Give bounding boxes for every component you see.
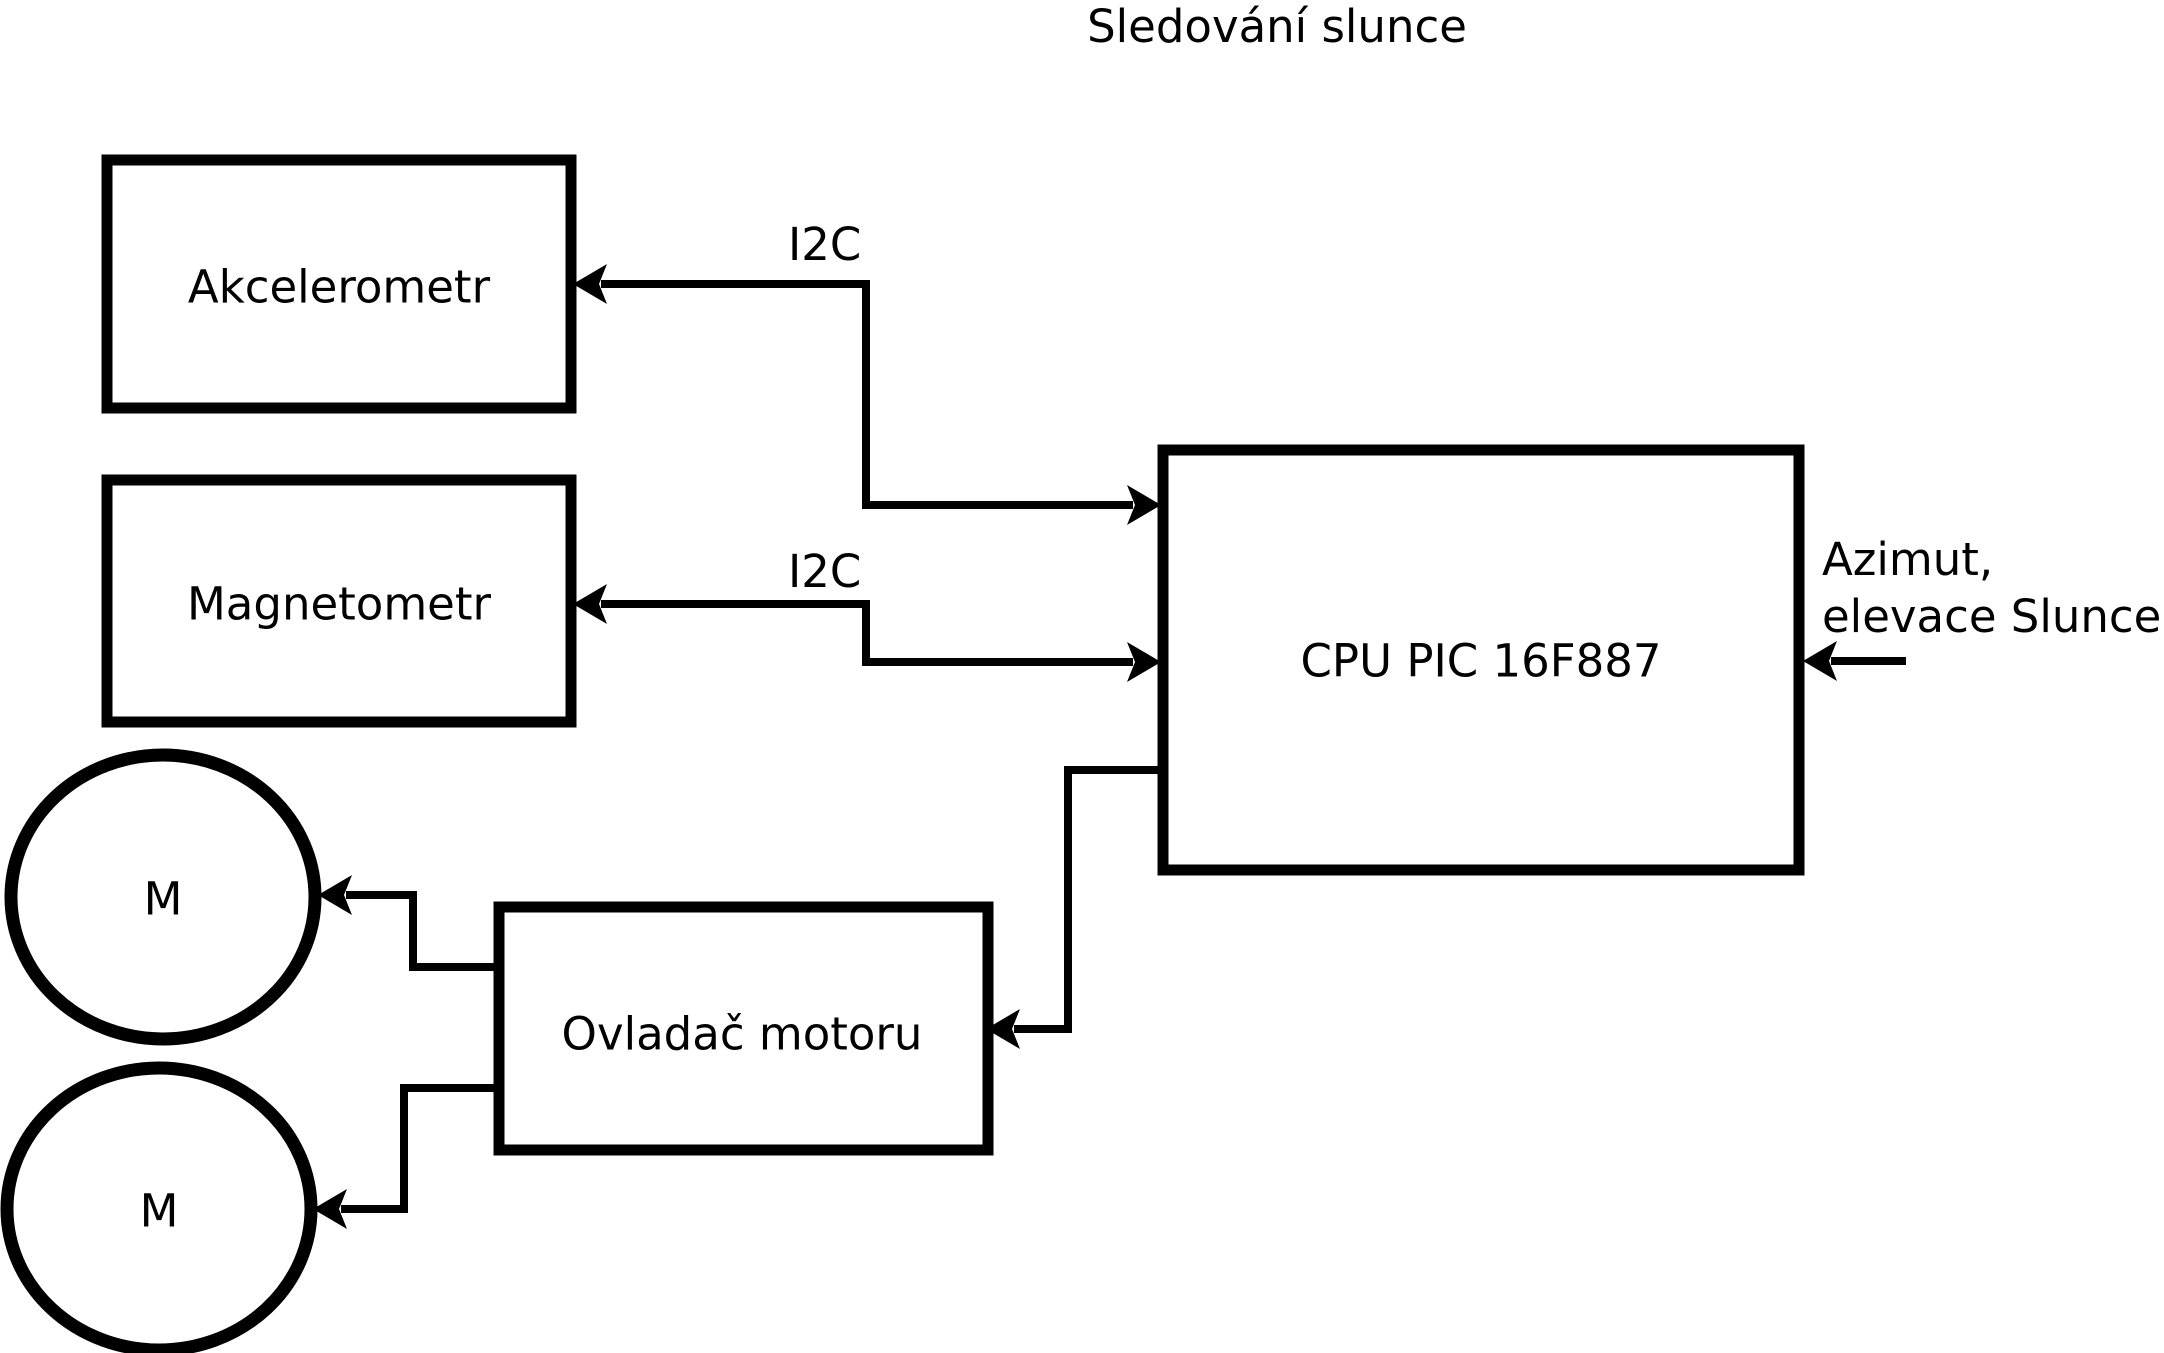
azimut-label-line2: elevace Slunce xyxy=(1822,590,2161,643)
connector-azimut-input: Azimut, elevace Slunce xyxy=(1803,533,2161,681)
cpu-node: CPU PIC 16F887 xyxy=(1157,444,1805,876)
wire-ovladac-motor2 xyxy=(341,1084,500,1213)
connector-cpu-ovladac xyxy=(986,766,1163,1049)
motor-1-circle xyxy=(4,748,322,1046)
wire-i2c-magnetometr xyxy=(601,600,1133,666)
connector-ovladac-motor2 xyxy=(313,1084,500,1229)
magnetometr-node: Magnetometr xyxy=(101,474,577,728)
connector-ovladac-motor1 xyxy=(318,875,500,971)
motor-controller-node: Ovladač motoru xyxy=(493,901,994,1156)
arrowhead-into-motor2-icon xyxy=(313,1189,347,1229)
arrowhead-into-cpu-right-icon xyxy=(1803,641,1837,681)
magnetometr-box xyxy=(101,474,577,728)
cpu-box xyxy=(1157,444,1805,876)
motor-controller-box xyxy=(493,901,994,1156)
motor-controller-label: Ovladač motoru xyxy=(562,1008,923,1061)
motor-1-label: M xyxy=(144,873,183,926)
azimut-label-line1: Azimut, xyxy=(1822,533,1993,586)
wire-i2c-akcelerometr xyxy=(601,280,1133,509)
diagram-title: Sledování slunce xyxy=(1087,0,1467,53)
arrowhead-into-akcelerometr-icon xyxy=(573,264,607,304)
arrowhead-into-magnetometr-icon xyxy=(573,584,607,624)
arrowhead-into-ovladac-icon xyxy=(986,1009,1020,1049)
arrowhead-into-cpu-top-icon xyxy=(1127,485,1161,525)
akcelerometr-node: Akcelerometr xyxy=(101,154,577,414)
magnetometr-label: Magnetometr xyxy=(187,578,492,631)
motor-2-circle xyxy=(0,1061,318,1353)
wire-ovladac-motor1 xyxy=(346,891,500,971)
motor-1-node: M xyxy=(4,748,322,1046)
arrowhead-into-motor1-icon xyxy=(318,875,352,915)
akcelerometr-box xyxy=(101,154,577,414)
cpu-label: CPU PIC 16F887 xyxy=(1301,635,1662,688)
arrowhead-into-cpu-mid-icon xyxy=(1127,642,1161,682)
akcelerometr-label: Akcelerometr xyxy=(188,261,491,314)
edge-label-i2c-akcelerometr: I2C xyxy=(788,218,861,271)
edge-label-i2c-magnetometr: I2C xyxy=(788,545,861,598)
motor-2-label: M xyxy=(140,1185,179,1238)
motor-2-node: M xyxy=(0,1061,318,1353)
wire-cpu-ovladac xyxy=(1014,766,1163,1033)
connector-cpu-magnetometr-i2c: I2C xyxy=(573,545,1161,682)
connector-cpu-akcelerometr-i2c: I2C xyxy=(573,218,1161,525)
